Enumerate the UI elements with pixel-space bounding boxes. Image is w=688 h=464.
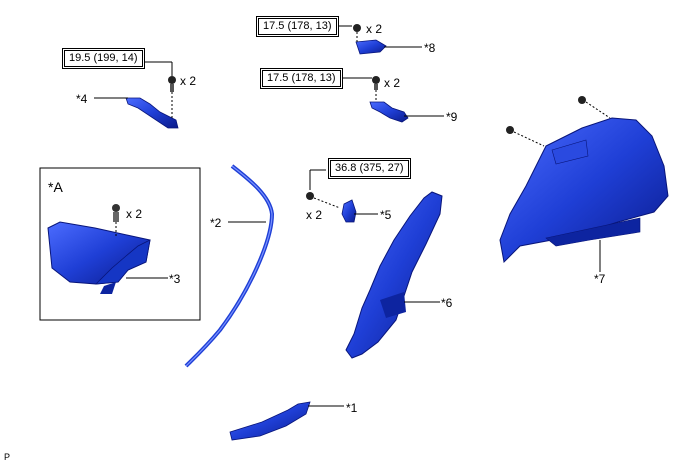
callout-7: *7 (594, 272, 606, 286)
callout-9: *9 (446, 110, 458, 124)
quantity-label: x 2 (306, 208, 323, 222)
part-2-weatherstrip (184, 164, 275, 368)
part-3-trim-cover (47, 221, 151, 294)
quantity-label: x 2 (366, 22, 383, 36)
callout-4: *4 (76, 92, 88, 106)
clip-part-7-upper-icon (578, 96, 611, 119)
figure-code: P (4, 452, 11, 462)
torque-spec-part-8: 17.5 (178, 13) (256, 16, 339, 37)
quantity-label: x 2 (384, 76, 401, 90)
torque-spec-part-5: 36.8 (375, 27) (328, 158, 411, 179)
callout-5: *5 (380, 208, 392, 222)
callout-3: *3 (169, 272, 181, 286)
bolt-part-5-icon (306, 192, 341, 209)
quantity-label: x 2 (180, 74, 197, 88)
detail-a-frame (39, 167, 201, 321)
torque-value: 19.5 (199, 14) (64, 50, 143, 67)
part-8-block (355, 39, 387, 55)
part-4-bracket (125, 97, 179, 129)
bolt-part-4-icon (168, 76, 176, 118)
part-5-bracket (341, 199, 357, 223)
torque-spec-part-4: 19.5 (199, 14) (62, 48, 145, 69)
quantity-label: x 2 (126, 207, 143, 221)
clip-part-7-left-icon (506, 126, 545, 147)
callout-6: *6 (441, 296, 453, 310)
clip-detail-a-icon (112, 204, 120, 236)
detail-a-label: *A (48, 179, 63, 195)
torque-spec-part-9: 17.5 (178, 13) (260, 68, 343, 89)
callout-8: *8 (424, 41, 436, 55)
torque-value: 36.8 (375, 27) (330, 160, 409, 177)
part-6-pillar-garnish (345, 191, 443, 359)
part-9-bracket (369, 101, 409, 123)
nut-part-8-icon (353, 24, 361, 44)
torque-value: 17.5 (178, 13) (262, 70, 341, 87)
callout-1: *1 (346, 401, 358, 415)
callout-2: *2 (210, 216, 222, 230)
part-7-quarter-trim (499, 117, 669, 264)
torque-value: 17.5 (178, 13) (258, 18, 337, 35)
bolt-part-9-icon (372, 76, 380, 102)
part-1-scuff-plate (229, 401, 311, 441)
